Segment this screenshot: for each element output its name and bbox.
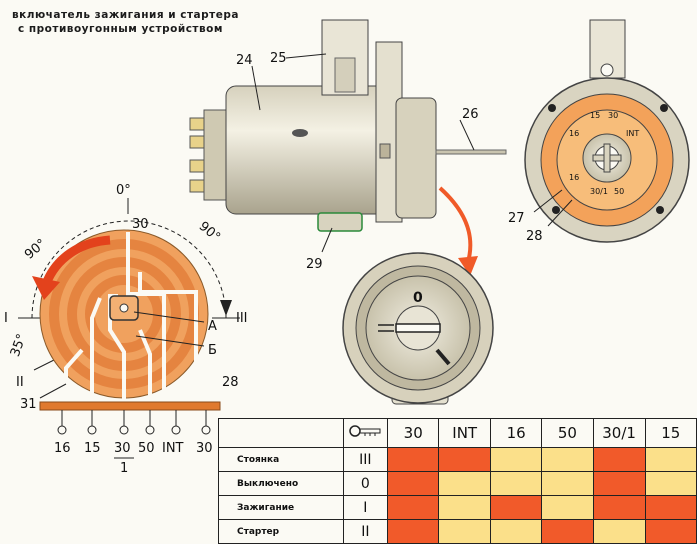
terminal-int: INT [162,441,184,456]
letter-B: Б [208,343,217,358]
callout-24: 24 [236,53,253,68]
header-blank [218,418,344,448]
state-cell-on [592,495,646,520]
state-cell-off [489,447,543,472]
state-cell-off [489,519,543,544]
table-header-row: 30 INT 16 50 30/1 15 [218,418,697,448]
row-name: Зажигание [218,495,344,520]
angle-35: 35° [8,332,30,359]
callout-31: 31 [20,397,37,412]
switch-end-view: 15 30 16 INT 16 30/1 50 27 28 [508,19,690,244]
end-label-16-top: 16 [569,129,579,138]
row-name: Стартер [218,519,344,544]
col-int: INT [438,418,491,448]
state-cell-on [592,447,646,472]
terminal-30-1: 30 [114,441,131,456]
title-line-1: включатель зажигания и стартера [12,9,239,21]
rotary-contact-diagram [18,198,240,459]
callouts-side-view: 24 25 26 29 [236,51,479,272]
state-cell-off [644,447,697,472]
end-label-30-1: 30/1 [590,187,608,196]
state-cell-on [387,519,440,544]
row-symbol: II [342,519,389,544]
state-cell-on [387,495,440,520]
state-cell-off [438,519,491,544]
row-name: Выключено [218,471,344,496]
angle-90-left: 90° [22,236,49,262]
angle-90-right: 90° [196,219,223,245]
end-label-16-bottom: 16 [569,173,579,182]
row-symbol: I [342,495,389,520]
state-cell-on [592,471,646,496]
callout-28-bar: 28 [222,375,239,390]
row-name: Стоянка [218,447,344,472]
end-label-30: 30 [608,111,618,120]
callout-26: 26 [462,107,479,122]
state-cell-off [541,471,594,496]
col-16: 16 [489,418,543,448]
end-label-int: INT [626,129,639,138]
state-cell-on [541,519,594,544]
state-cell-off [592,519,646,544]
state-cell-on [644,495,697,520]
state-cell-off [438,495,491,520]
title-line-2: с противоугонным устройством [18,23,223,35]
state-cell-on [387,447,440,472]
state-cell-off [541,495,594,520]
callout-28-end: 28 [526,229,543,244]
state-cell-off [438,471,491,496]
callout-27: 27 [508,211,525,226]
state-cell-on [438,447,491,472]
terminal-sub-1: 1 [120,461,128,476]
callout-29: 29 [306,257,323,272]
row-symbol: III [342,447,389,472]
switch-side-view [189,19,507,276]
terminal-30: 30 [196,441,213,456]
terminal-15: 15 [84,441,101,456]
state-cell-on [489,495,543,520]
row-symbol: 0 [342,471,389,496]
position-II: II [16,375,24,390]
end-label-50: 50 [614,187,624,196]
state-cell-off [489,471,543,496]
state-cell-off [644,471,697,496]
angle-zero: 0° [116,183,131,198]
terminal-16: 16 [54,441,71,456]
key-face-zero: 0 [413,290,423,306]
col-50: 50 [541,418,594,448]
state-cell-off [541,447,594,472]
callout-25: 25 [270,51,287,66]
letter-A: А [208,319,217,334]
state-cell-on [387,471,440,496]
col-30: 30 [387,418,440,448]
contact-30-top: 30 [132,217,149,232]
key-icon [342,418,389,448]
col-15: 15 [644,418,697,448]
end-label-15: 15 [590,111,600,120]
key-icon-svg [349,425,381,437]
position-III: III [236,311,248,326]
terminal-50: 50 [138,441,155,456]
position-I: I [4,311,8,326]
diagram-title: включатель зажигания и стартера с против… [12,8,239,36]
state-cell-on [644,519,697,544]
key-face-view: 0 [342,252,494,405]
col-30-1: 30/1 [592,418,646,448]
